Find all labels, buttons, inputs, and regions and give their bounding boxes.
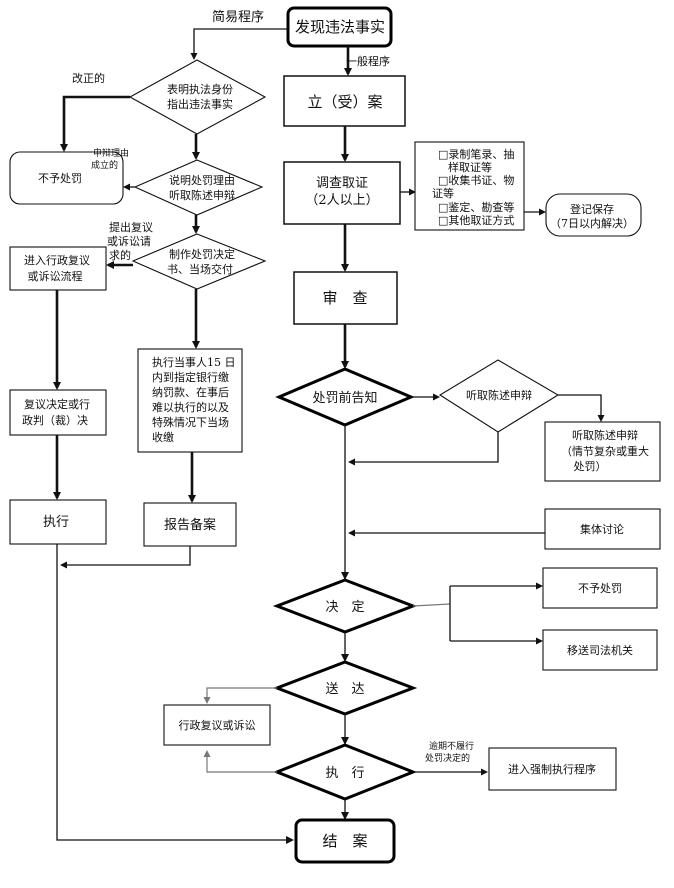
evidence-line-5: □鉴定、勘查等	[438, 200, 514, 214]
arrow-execute-admin-review	[203, 750, 277, 773]
hearing-box-node	[544, 421, 661, 482]
decide-branch-stem	[412, 603, 451, 607]
identity-diamond	[128, 59, 267, 135]
arrow-identity-no-penalty	[60, 95, 130, 152]
report-node	[143, 502, 237, 547]
enter-review-label-2: 或诉讼流程	[28, 269, 83, 283]
discover-node	[286, 6, 393, 48]
file-case-label: 立（受）案	[307, 93, 382, 111]
make-decision-diamond	[131, 233, 267, 290]
pay-line-3: 纳罚款、在事后	[152, 385, 229, 399]
evidence-line-3: □收集书证、物	[438, 173, 514, 187]
decide-label: 决 定	[325, 600, 364, 615]
review-decision-label-2: 政判（裁）决	[22, 413, 88, 427]
corrected-label: 改正的	[72, 71, 105, 85]
evidence-line-6: □其他取证方式	[438, 213, 514, 227]
arrow-serve-admin-review	[203, 687, 277, 704]
make-decision-label-1: 制作处罚决定	[169, 247, 235, 261]
no-penalty-right-label: 不予处罚	[578, 582, 622, 595]
review-decision-node	[9, 389, 107, 436]
hearing-box-label-2: （情节复杂或重大	[561, 444, 649, 458]
investigate-node	[283, 161, 401, 225]
collective-discussion-node	[544, 508, 661, 550]
execute-left-label: 执行	[43, 515, 69, 530]
overdue-label-1: 逾期不履行	[429, 740, 474, 752]
hearing-box-label-1: 听取陈述申辩	[572, 428, 638, 442]
evidence-methods-box	[414, 141, 525, 231]
evidence-line-1: □录制笔录、抽	[438, 147, 514, 161]
pay-line-1: 执行当事人15 日	[152, 355, 236, 369]
defense-label-1: 申辩理由	[93, 147, 129, 159]
admin-review-lit-node	[163, 704, 271, 746]
arrow-left-close-case	[56, 544, 294, 844]
appeal-label-3: 求的	[109, 248, 131, 262]
pay-line-5: 特殊情况下当场	[152, 415, 229, 429]
no-penalty-right-node	[542, 567, 658, 609]
register-node	[545, 193, 642, 237]
review-node	[293, 271, 398, 325]
pay-instructions-node	[137, 348, 243, 453]
hearing-diamond-label: 听取陈述申辩	[466, 388, 532, 402]
explain-label-2: 听取陈述申辩	[169, 188, 235, 202]
arrow-hearing-return	[348, 432, 499, 466]
discover-label: 发现违法事实	[295, 18, 385, 36]
appeal-label-1: 提出复议	[109, 220, 153, 234]
evidence-line-2: 样取证等	[448, 160, 492, 174]
collective-discussion-label: 集体讨论	[580, 522, 624, 536]
execute-label: 执 行	[325, 766, 364, 781]
pay-line-6: 收缴	[152, 430, 174, 444]
hearing-box-label-3: 处罚）	[574, 460, 607, 473]
pay-line-4: 难以执行的以及	[152, 400, 229, 414]
transfer-node	[542, 629, 658, 671]
investigate-label-1: 调查取证	[316, 176, 368, 191]
pay-line-2: 内到指定银行缴	[152, 370, 229, 384]
overdue-label-2: 处罚决定的	[425, 752, 470, 764]
simple-procedure-label: 简易程序	[212, 9, 264, 25]
admin-review-lit-label: 行政复议或诉讼	[179, 718, 256, 732]
investigate-label-2: （2人以上）	[305, 193, 378, 208]
identity-label-2: 指出违法事实	[167, 97, 233, 111]
explain-diamond	[133, 159, 264, 216]
no-penalty-left-label: 不予处罚	[38, 172, 82, 185]
review-decision-label-1: 复议决定或行	[24, 397, 90, 411]
pre-notice-label: 处罚前告知	[312, 390, 377, 406]
appeal-label-2: 或诉讼请	[107, 235, 151, 248]
transfer-label: 移送司法机关	[567, 643, 633, 657]
force-exec-label: 进入强制执行程序	[508, 762, 596, 776]
no-penalty-left-node	[9, 151, 124, 205]
enter-review-label-1: 进入行政复议	[24, 253, 90, 267]
report-label: 报告备案	[164, 517, 216, 533]
make-decision-label-2: 书、当场交付	[167, 262, 233, 276]
register-label-2: （7日以内解决）	[550, 216, 634, 230]
register-label-1: 登记保存	[570, 202, 614, 216]
execute-left-node	[9, 499, 107, 545]
identity-label-1: 表明执法身份	[167, 82, 233, 96]
defense-label-2: 成立的	[91, 159, 118, 171]
general-procedure-label: 一般程序	[346, 54, 390, 68]
file-case-node	[283, 75, 406, 127]
close-case-node	[294, 818, 396, 864]
explain-label-1: 说明处罚理由	[169, 173, 235, 187]
arrow-report-left	[60, 546, 191, 569]
review-label: 审 查	[322, 289, 367, 307]
arrow-hearing-diamond-box	[558, 394, 605, 422]
force-exec-node	[488, 747, 617, 791]
evidence-line-4: 证等	[432, 186, 454, 200]
close-case-label: 结 案	[322, 832, 367, 850]
enter-review-node	[9, 246, 107, 291]
serve-label: 送 达	[325, 682, 364, 697]
arrow-discover-simple	[190, 28, 288, 60]
